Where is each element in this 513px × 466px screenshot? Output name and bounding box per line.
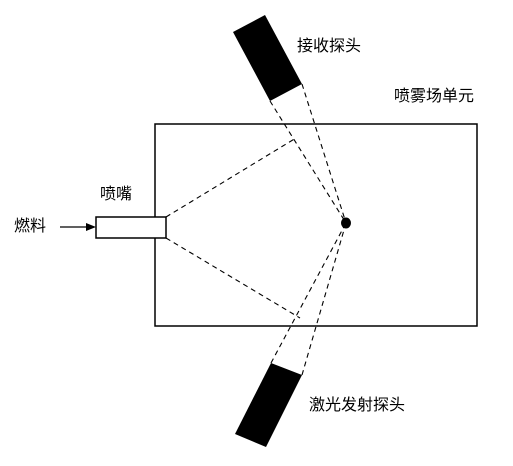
receiver-beam-left-line (269, 100, 347, 224)
laser-emitter-probe-label: 激光发射探头 (309, 395, 406, 414)
fuel-arrowhead (86, 223, 96, 231)
laser-beam-right-line (301, 222, 347, 376)
receiver-beam-right-line (301, 83, 347, 224)
fuel-label: 燃料 (14, 216, 47, 235)
receiver-probe-body (233, 15, 302, 101)
laser-beam-left-line (270, 222, 347, 364)
nozzle-body (95, 216, 167, 239)
spray-cone-upper-line (165, 137, 297, 218)
measurement-point-dot (341, 217, 351, 229)
spray-field-cell-label: 喷雾场单元 (394, 86, 475, 105)
laser-emitter-probe-body (235, 363, 302, 447)
spray-field-cell-box (154, 123, 478, 327)
nozzle-label: 喷嘴 (100, 184, 133, 203)
receiver-probe-label: 接收探头 (297, 36, 362, 55)
spray-cone-lower-line (165, 237, 301, 319)
